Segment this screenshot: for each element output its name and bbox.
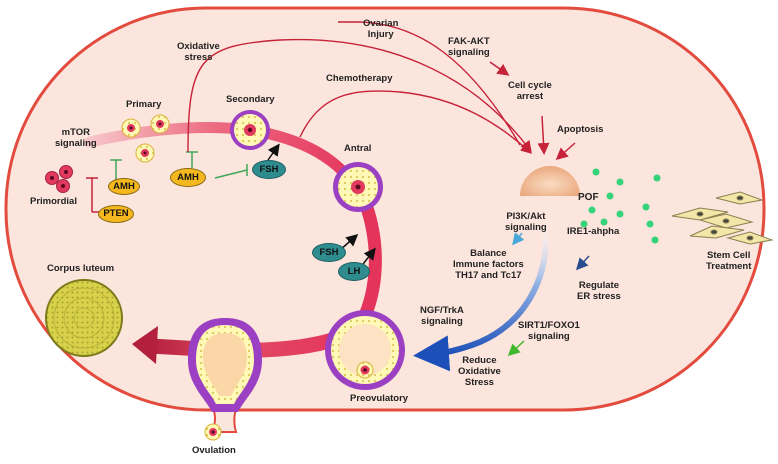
primary-follicles <box>121 114 170 163</box>
primordial-follicles <box>45 165 73 193</box>
label-oxidative-stress: Oxidative stress <box>177 41 220 63</box>
label-ovulation: Ovulation <box>192 445 236 456</box>
apoptosis-arrow <box>555 142 576 160</box>
sirt1-arrow <box>507 340 525 357</box>
therapy-arrow <box>413 227 549 372</box>
cycle-arrowhead <box>132 326 158 364</box>
ire1-arrow <box>575 255 590 271</box>
amh-pill-2: AMH <box>170 168 206 187</box>
label-primordial: Primordial <box>30 196 77 207</box>
secondary-follicle <box>230 110 270 150</box>
stem-cell-dots <box>580 168 661 244</box>
corpus-luteum <box>45 279 123 357</box>
pten-pill: PTEN <box>98 205 134 223</box>
released-oocyte <box>204 423 222 441</box>
cellcycle-arrow <box>537 115 550 155</box>
label-pof: POF <box>578 192 599 203</box>
ovarian-line2: Injury <box>367 29 394 40</box>
sirt1-line1: SIRT1/FOXO1 <box>518 320 580 331</box>
label-regulate: Regulate ER stress <box>577 280 621 302</box>
ovary-outline <box>4 6 766 412</box>
label-antral: Antral <box>344 143 372 154</box>
label-stem-cell: Stem Cell Treatment <box>706 250 751 272</box>
fsh-pill-2: FSH <box>312 243 346 262</box>
label-reduce: Reduce Oxidative Stress <box>458 355 501 388</box>
fak-arrow <box>489 61 510 76</box>
chemotherapy-line <box>299 90 533 154</box>
label-ovarian-injury: Ovarian Injury <box>363 18 398 40</box>
pof-shape <box>520 166 580 196</box>
label-preovulatory: Preovulatory <box>350 393 409 404</box>
ngf-line1: NGF/TrkA <box>420 305 464 316</box>
label-mtor: mTOR signaling <box>55 127 97 149</box>
oxidative-stress-line <box>187 38 532 153</box>
balance-line3: TH17 and Tc17 <box>455 270 522 281</box>
stemcell-line2: Treatment <box>706 261 752 272</box>
ngf-line2: signaling <box>421 316 463 327</box>
label-ngf-trka: NGF/TrkA signaling <box>420 305 464 327</box>
fak-line2: signaling <box>448 47 490 58</box>
pi3k-line1: PI3K/Akt <box>506 211 546 222</box>
fak-line1: FAK-AKT <box>448 36 490 47</box>
sirt1-line2: signaling <box>528 331 570 342</box>
fsh-pill-1: FSH <box>252 160 286 179</box>
lh-pill: LH <box>338 262 370 281</box>
regulate-line1: Regulate <box>578 280 619 291</box>
ovarian-line1: Ovarian <box>363 18 399 29</box>
reduce-line3: Stress <box>464 377 494 388</box>
pi3k-arrow <box>512 232 525 246</box>
label-ire1: IRE1-ahpha <box>567 226 620 237</box>
balance-line1: Balance <box>470 248 507 259</box>
stemcell-line1: Stem Cell <box>707 250 751 261</box>
label-sirt1: SIRT1/FOXO1 signaling <box>518 320 580 342</box>
antral-follicle <box>333 162 383 212</box>
balance-line2: Immune factors <box>453 259 524 270</box>
label-corpus-luteum: Corpus luteum <box>47 263 115 274</box>
label-balance: Balance Immune factors TH17 and Tc17 <box>453 248 524 281</box>
label-pi3k: PI3K/Akt signaling <box>505 211 547 233</box>
regulate-line2: ER stress <box>577 291 621 302</box>
cellcycle-line1: Cell cycle <box>508 80 552 91</box>
label-primary: Primary <box>126 99 162 110</box>
label-apoptosis: Apoptosis <box>557 124 604 135</box>
preovulatory-follicle <box>325 310 405 390</box>
ovulating-follicle <box>188 318 262 412</box>
label-fak-akt: FAK-AKT signaling <box>448 36 490 58</box>
label-cell-cycle: Cell cycle arrest <box>508 80 552 102</box>
reduce-line1: Reduce <box>462 355 497 366</box>
ovarian-injury-line <box>338 21 521 146</box>
oxidative-line1: Oxidative <box>177 41 220 52</box>
reduce-line2: Oxidative <box>458 366 501 377</box>
oxidative-line2: stress <box>184 52 213 63</box>
label-chemotherapy: Chemotherapy <box>326 73 393 84</box>
cellcycle-line2: arrest <box>516 91 544 102</box>
fsh-arrow-secondary <box>267 143 280 161</box>
pi3k-line2: signaling <box>505 222 547 233</box>
mtor-line1: mTOR <box>61 127 91 138</box>
label-secondary: Secondary <box>226 94 275 105</box>
mtor-line2: signaling <box>55 138 97 149</box>
amh-pill-1: AMH <box>108 178 140 195</box>
stem-cells <box>671 191 774 245</box>
